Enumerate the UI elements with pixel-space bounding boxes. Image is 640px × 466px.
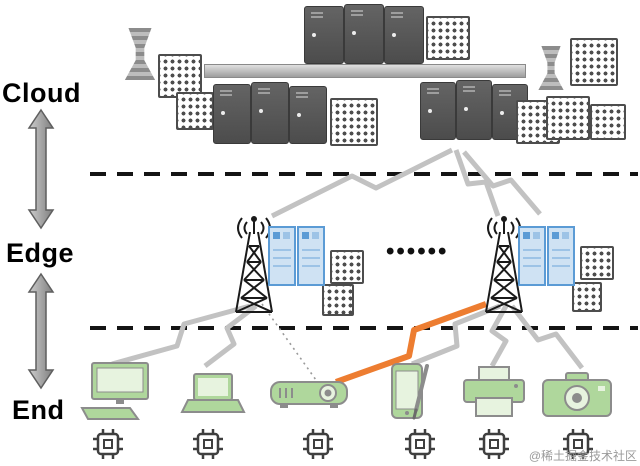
lightning-bolt: [462, 150, 542, 216]
ellipsis-dots: ••••••: [386, 238, 449, 265]
cpu-chip-icon: [93, 429, 123, 459]
lightning-bolt: [489, 304, 509, 368]
data-bus-bar: [204, 64, 526, 78]
cloud-edge-divider: [90, 172, 638, 176]
chip-icon: [158, 54, 202, 98]
dotted-link: [261, 303, 317, 381]
printer-icon: [463, 366, 525, 417]
lightning-bolt: [510, 304, 584, 370]
server-cabinet-icon: [518, 226, 575, 286]
chip-icon: [426, 16, 470, 60]
chip-icon: [330, 250, 364, 284]
cpu-chip-icon: [193, 429, 223, 459]
desktop-computer-icon: [80, 362, 149, 420]
edge-end-arrow-icon: [27, 272, 55, 390]
server-cabinet-icon: [268, 226, 325, 286]
cloud-edge-arrow-icon: [27, 108, 55, 230]
lightning-bolt: [411, 303, 501, 367]
server-icon: [384, 6, 424, 64]
chip-icon: [570, 38, 618, 86]
chip-icon: [176, 92, 214, 130]
server-icon: [289, 86, 327, 144]
cloud-layer-label: Cloud: [2, 78, 81, 108]
server-icon: [420, 82, 456, 140]
server-icon: [456, 80, 492, 140]
server-icon: [344, 4, 384, 64]
lightning-bolt: [203, 304, 258, 368]
cell-tower-icon: [485, 216, 523, 313]
camera-icon: [542, 372, 612, 417]
server-icon: [251, 82, 289, 144]
tablet-stylus-icon: [391, 363, 429, 420]
server-icon: [304, 6, 344, 64]
edge-layer-label: Edge: [6, 238, 75, 268]
server-icon: [213, 84, 251, 144]
chip-icon: [546, 96, 590, 140]
chip-icon: [580, 246, 614, 280]
cpu-chip-icon: [479, 429, 509, 459]
lightning-bolt-orange: [334, 301, 488, 385]
watermark-text: @稀土掘金技术社区: [528, 449, 637, 463]
lightning-bolt: [111, 303, 251, 367]
cpu-chip-icon: [563, 429, 593, 459]
edge-end-divider: [90, 326, 638, 330]
lightning-bolt: [453, 149, 501, 217]
lightning-bolt: [270, 147, 454, 219]
laptop-icon: [180, 373, 246, 413]
cpu-chip-icon: [303, 429, 333, 459]
chip-icon: [322, 284, 354, 316]
chip-icon: [590, 104, 626, 140]
chip-icon: [330, 98, 378, 146]
projector-icon: [270, 381, 348, 408]
end-layer-label: End: [12, 395, 65, 425]
cpu-chip-icon: [405, 429, 435, 459]
chip-icon: [572, 282, 602, 312]
cell-tower-icon: [235, 216, 273, 313]
